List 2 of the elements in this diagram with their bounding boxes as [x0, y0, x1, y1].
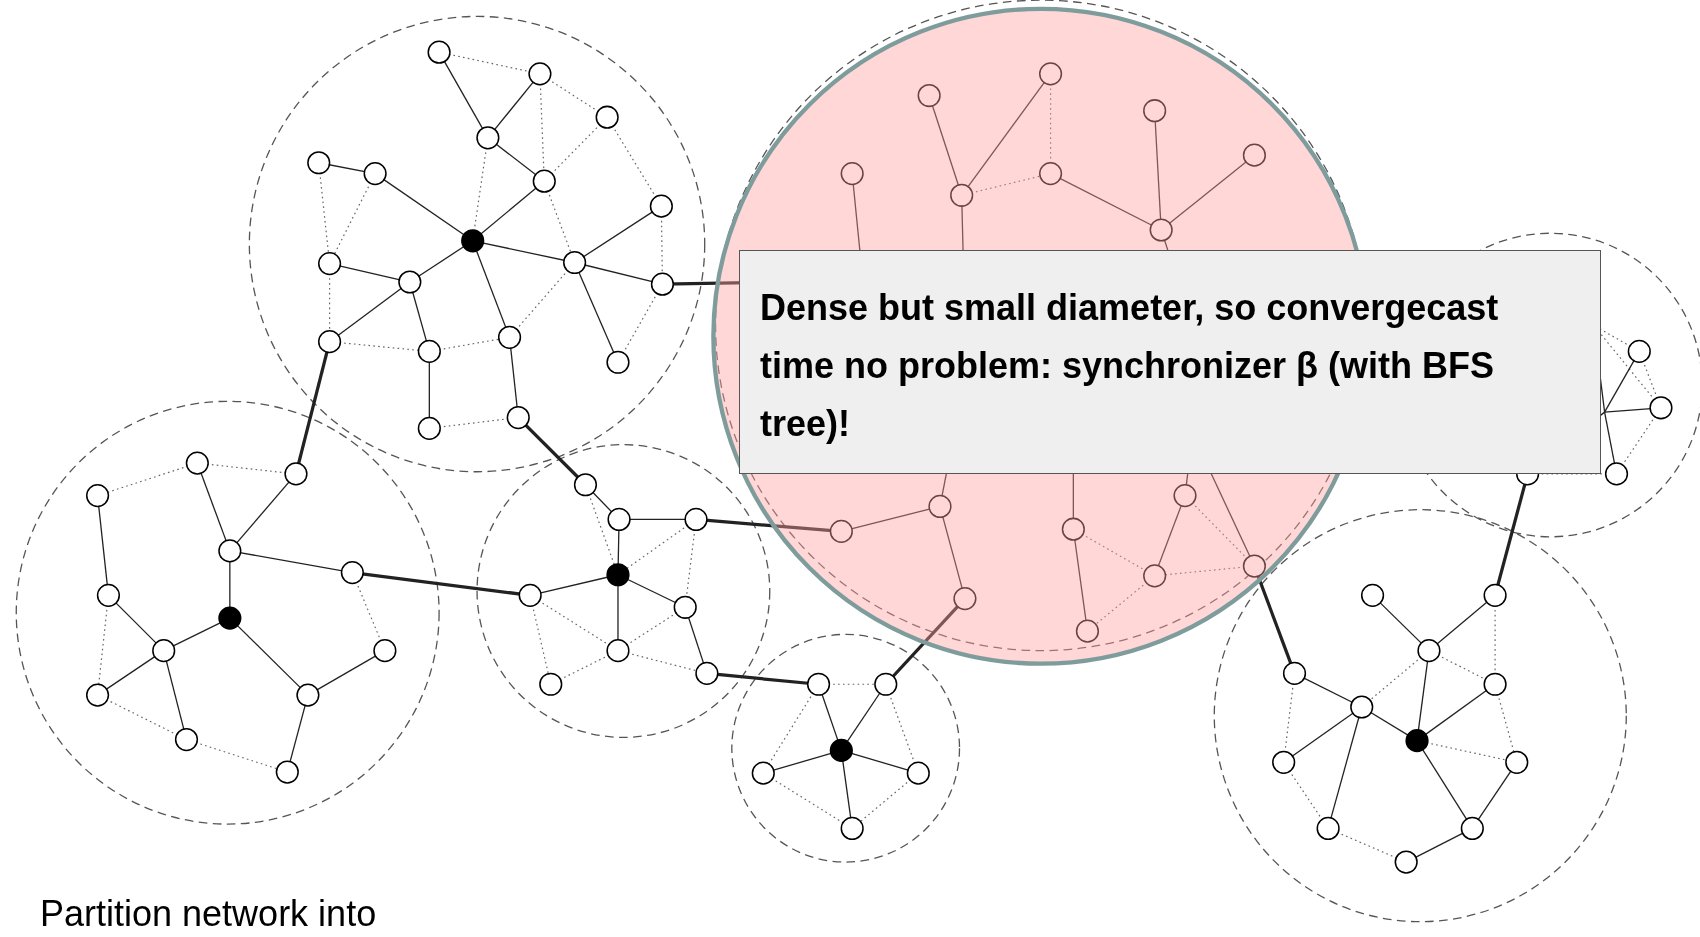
callout-box: Dense but small diameter, so convergecast time no problem: synchronizer β (with BFS tree)! — [739, 250, 1601, 474]
caption-text: Partition network into — [40, 894, 377, 934]
